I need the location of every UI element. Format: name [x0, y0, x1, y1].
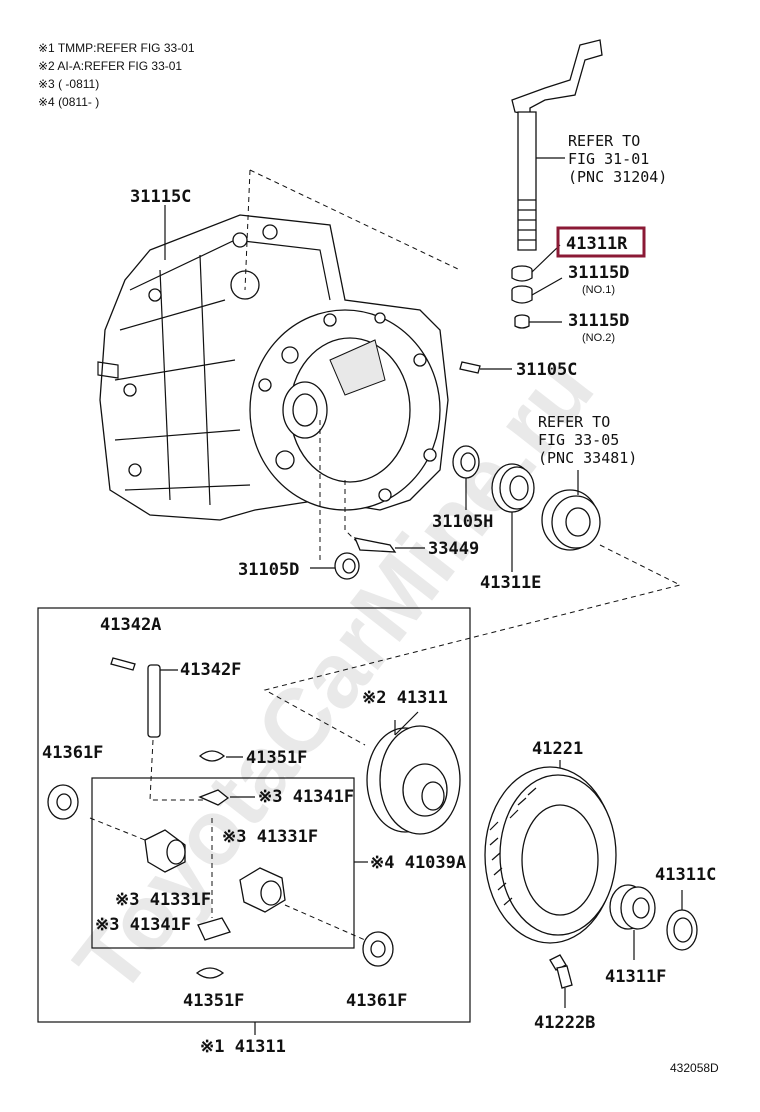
pinion-set-box [91, 777, 355, 949]
differential-assembly-box [37, 607, 471, 1023]
footnote-1: ※1 TMMP:REFER FIG 33-01 [38, 41, 195, 55]
label-41311F[interactable]: 41311F [605, 967, 666, 987]
label-31105C[interactable]: 31105C [516, 360, 577, 380]
bushing-parts [511, 244, 563, 329]
transmission-case-drawing [97, 214, 449, 521]
ring-gear-bolt [549, 954, 573, 1008]
label-31115D-no1[interactable]: 31115D [568, 263, 629, 283]
highlight-frame [556, 226, 646, 258]
side-gear-right [239, 867, 366, 941]
pinion-gear-small-top [198, 789, 255, 806]
label-41342F[interactable]: 41342F [180, 660, 241, 680]
label-41039A[interactable]: ※4 41039A [370, 853, 466, 873]
label-41351F-top[interactable]: 41351F [246, 748, 307, 768]
label-41311E[interactable]: 41311E [480, 573, 541, 593]
label-31115D-no2-note: (NO.2) [582, 332, 615, 344]
differential-case [366, 720, 461, 835]
label-41222B[interactable]: 41222B [534, 1013, 595, 1033]
figure-id: 432058D [670, 1061, 719, 1075]
label-41331F-bottom[interactable]: ※3 41331F [115, 890, 211, 910]
label-31115D-no1-note: (NO.1) [582, 284, 615, 296]
label-41221[interactable]: 41221 [532, 739, 583, 759]
label-41331F-top[interactable]: ※3 41331F [222, 827, 318, 847]
refer-line-1: REFER TO [568, 132, 640, 150]
label-41311-note2[interactable]: ※2 41311 [362, 688, 448, 708]
footnote-2: ※2 AI-A:REFER FIG 33-01 [38, 59, 182, 73]
shift-lever-drawing [511, 39, 603, 251]
refer2-line-1: REFER TO [538, 413, 610, 431]
label-31105H[interactable]: 31105H [432, 512, 493, 532]
label-41342A[interactable]: 41342A [100, 615, 161, 635]
footnote-3: ※3 ( -0811) [38, 77, 99, 91]
label-33449[interactable]: 33449 [428, 539, 479, 559]
label-31115D-no2[interactable]: 31115D [568, 311, 629, 331]
footnote-4: ※4 (0811- ) [38, 95, 99, 109]
part-labels: 31115C REFER TO FIG 31-01 (PNC 31204) 41… [42, 132, 719, 1075]
label-41311R[interactable]: 41311R [566, 234, 628, 254]
label-41351F-bottom[interactable]: 41351F [183, 991, 244, 1011]
refer-line-2: FIG 31-01 [568, 150, 649, 168]
oil-seal-refer [541, 470, 601, 551]
label-41361F-bottom[interactable]: 41361F [346, 991, 407, 1011]
label-41311C[interactable]: 41311C [655, 865, 716, 885]
label-41341F-top[interactable]: ※3 41341F [258, 787, 354, 807]
pinion-gear-small-bottom [197, 818, 231, 941]
bearing-41311E [491, 463, 535, 572]
label-41341F-bottom[interactable]: ※3 41341F [95, 915, 191, 935]
label-31105D[interactable]: 31105D [238, 560, 299, 580]
side-gear-left [89, 817, 186, 873]
label-41311-note1[interactable]: ※1 41311 [200, 1037, 286, 1057]
refer2-line-2: FIG 33-05 [538, 431, 619, 449]
oil-seal-31105H [452, 445, 480, 510]
label-31115C[interactable]: 31115C [130, 187, 191, 207]
refer-line-3: (PNC 31204) [568, 168, 667, 186]
refer2-line-3: (PNC 33481) [538, 449, 637, 467]
label-41361F-top[interactable]: 41361F [42, 743, 103, 763]
footnotes: ※1 TMMP:REFER FIG 33-01 ※2 AI-A:REFER FI… [38, 41, 195, 109]
ring-gear [484, 760, 617, 944]
bearing-41311F [609, 884, 656, 960]
